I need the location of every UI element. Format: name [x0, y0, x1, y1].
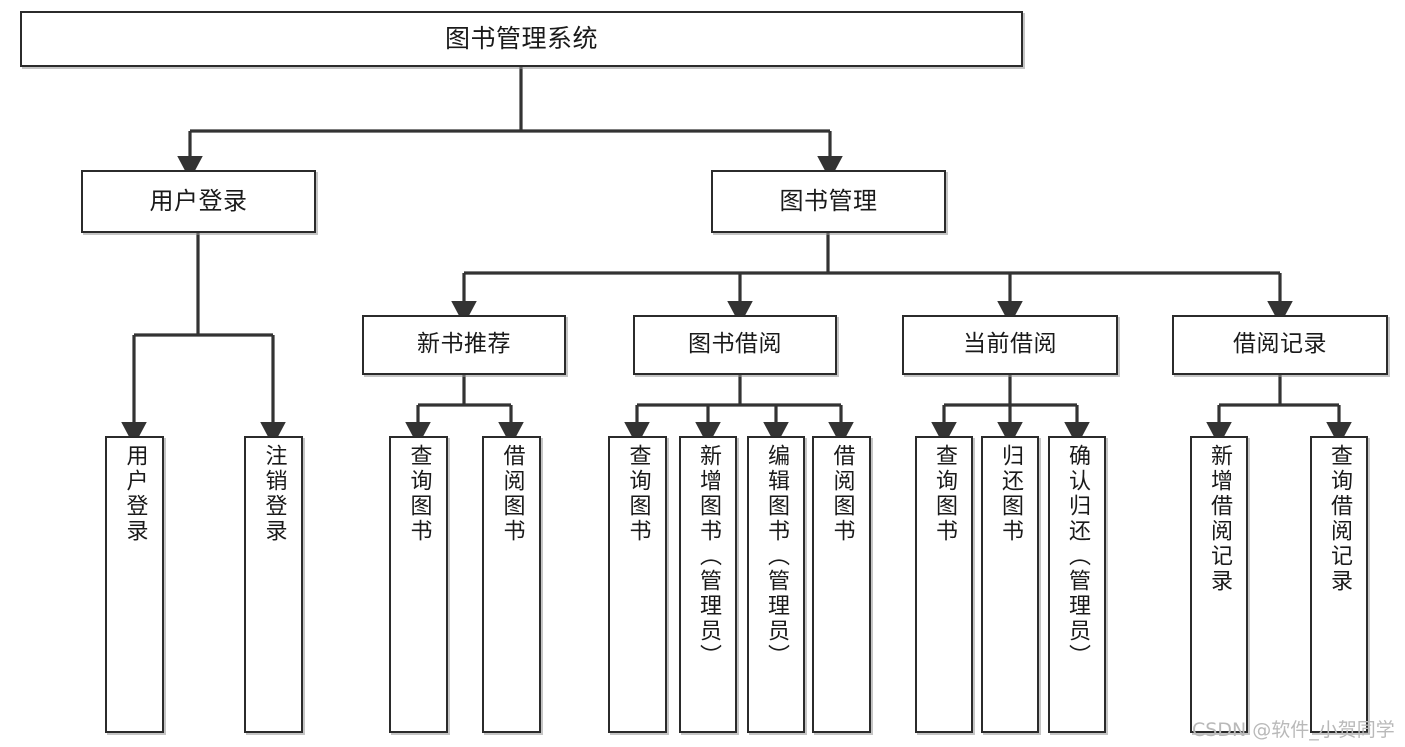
node-leaf-query-book-2-label: 查询图书: [625, 444, 651, 544]
node-leaf-user-login-label: 用户登录: [122, 444, 148, 544]
node-leaf-edit-book-label: 编辑图书（管理员）: [763, 444, 789, 669]
node-leaf-borrow-book-2-label: 借阅图书: [829, 444, 855, 544]
node-leaf-return-book[interactable]: 归还图书: [981, 436, 1039, 733]
node-leaf-user-logout[interactable]: 注销登录: [244, 436, 303, 733]
node-book-management[interactable]: 图书管理: [711, 170, 946, 233]
node-leaf-query-record[interactable]: 查询借阅记录: [1310, 436, 1368, 733]
node-borrow-record-label: 借阅记录: [1233, 331, 1327, 358]
node-new-book-recommend[interactable]: 新书推荐: [362, 315, 566, 375]
node-leaf-add-record[interactable]: 新增借阅记录: [1190, 436, 1248, 733]
node-leaf-query-book-1[interactable]: 查询图书: [389, 436, 448, 733]
node-leaf-query-book-2[interactable]: 查询图书: [608, 436, 667, 733]
node-user-login-label: 用户登录: [149, 187, 248, 216]
node-user-login[interactable]: 用户登录: [81, 170, 316, 233]
node-current-borrow[interactable]: 当前借阅: [902, 315, 1118, 375]
node-leaf-add-book-label: 新增图书（管理员）: [695, 444, 721, 669]
node-leaf-confirm-return-label: 确认归还（管理员）: [1064, 444, 1090, 669]
node-current-borrow-label: 当前借阅: [963, 331, 1057, 358]
node-leaf-query-record-label: 查询借阅记录: [1326, 444, 1352, 594]
node-leaf-borrow-book-1[interactable]: 借阅图书: [482, 436, 541, 733]
node-book-borrow[interactable]: 图书借阅: [633, 315, 837, 375]
node-leaf-edit-book[interactable]: 编辑图书（管理员）: [747, 436, 805, 733]
node-root[interactable]: 图书管理系统: [20, 11, 1023, 67]
node-leaf-user-logout-label: 注销登录: [261, 444, 287, 544]
node-leaf-return-book-label: 归还图书: [997, 444, 1023, 544]
node-book-borrow-label: 图书借阅: [688, 331, 782, 358]
node-new-book-recommend-label: 新书推荐: [417, 331, 511, 358]
node-leaf-add-record-label: 新增借阅记录: [1206, 444, 1232, 594]
node-leaf-confirm-return[interactable]: 确认归还（管理员）: [1048, 436, 1106, 733]
node-leaf-add-book[interactable]: 新增图书（管理员）: [679, 436, 737, 733]
node-leaf-user-login[interactable]: 用户登录: [105, 436, 164, 733]
node-leaf-borrow-book-2[interactable]: 借阅图书: [812, 436, 871, 733]
node-leaf-query-book-3-label: 查询图书: [931, 444, 957, 544]
node-borrow-record[interactable]: 借阅记录: [1172, 315, 1388, 375]
node-leaf-borrow-book-1-label: 借阅图书: [499, 444, 525, 544]
node-leaf-query-book-1-label: 查询图书: [406, 444, 432, 544]
node-book-management-label: 图书管理: [779, 187, 878, 216]
node-root-label: 图书管理系统: [444, 24, 598, 54]
node-leaf-query-book-3[interactable]: 查询图书: [915, 436, 973, 733]
